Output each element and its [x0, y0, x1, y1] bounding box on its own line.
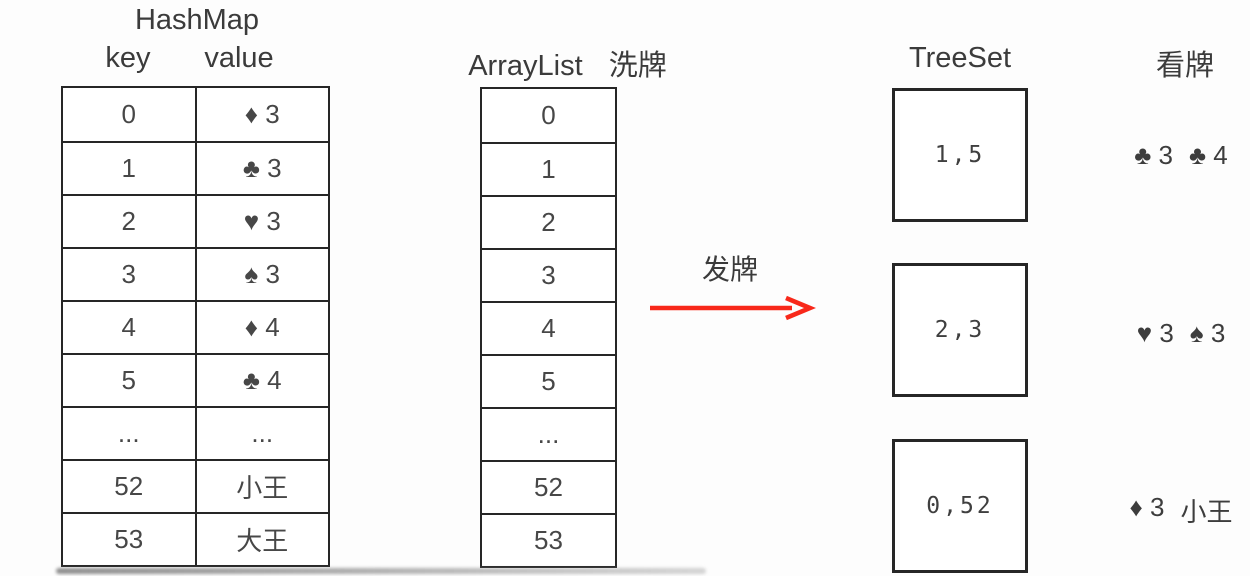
list-item: ...: [482, 407, 615, 460]
card-label: ♣ 4: [1189, 140, 1228, 170]
card-label: 小王: [1180, 497, 1233, 527]
treeset-box-player1: 1,5: [892, 88, 1028, 222]
table-row: 53 大王: [63, 512, 328, 565]
arraylist-title: ArrayList 洗牌: [455, 42, 680, 84]
list-item: 52: [482, 460, 615, 513]
hashmap-key: ...: [63, 408, 197, 459]
card-label: ♠ 3: [1189, 318, 1226, 348]
hashmap-key: 1: [63, 143, 197, 194]
hashmap-key: 4: [63, 302, 197, 353]
hashmap-value: ♥ 3: [243, 206, 281, 236]
arraylist-value: 1: [541, 154, 556, 184]
arraylist-value: 5: [541, 366, 556, 396]
hashmap-table: 0 ♦ 3 1 ♣ 3 2 ♥ 3 3 ♠ 3 4 ♦ 4 5 ♣ 4 ... …: [61, 86, 330, 567]
arraylist-table: 0 1 2 3 4 5 ... 52 53: [480, 87, 617, 568]
treeset-title: TreeSet: [908, 42, 1012, 74]
arraylist-value: 52: [534, 472, 563, 502]
list-item: 3: [482, 248, 615, 301]
table-row: 5 ♣ 4: [63, 353, 328, 406]
arraylist-value: 0: [541, 100, 556, 130]
deal-label: 发牌: [701, 254, 758, 285]
arraylist-value: 53: [534, 525, 563, 555]
hashmap-key: 53: [63, 514, 197, 565]
table-row: 0 ♦ 3: [63, 88, 328, 141]
hand-player3: ♦ 3 小王: [1112, 492, 1250, 529]
hashmap-key: 2: [63, 196, 197, 247]
arraylist-value: 4: [541, 313, 556, 343]
hashmap-title: HashMap: [134, 4, 260, 36]
table-row: 2 ♥ 3: [63, 194, 328, 247]
hashmap-value: ♣ 3: [242, 153, 282, 183]
hashmap-value: ♦ 3: [244, 99, 280, 129]
list-item: 0: [482, 89, 615, 142]
list-item: 53: [482, 513, 615, 566]
list-item: 4: [482, 301, 615, 354]
hashmap-value: ♣ 4: [242, 365, 282, 395]
list-item: 1: [482, 142, 615, 195]
hashmap-value-header: value: [204, 42, 274, 74]
hand-player2: ♥ 3 ♠ 3: [1112, 318, 1250, 349]
arraylist-title-label: ArrayList: [468, 50, 583, 82]
card-label: ♣ 3: [1134, 140, 1173, 170]
view-cards-title: 看牌: [1155, 50, 1214, 82]
bottom-shadow-artifact: [56, 568, 706, 574]
table-row: 4 ♦ 4: [63, 300, 328, 353]
list-item: 5: [482, 354, 615, 407]
card-label: ♦ 3: [1129, 492, 1165, 522]
hashmap-key-header: key: [105, 42, 151, 74]
hashmap-value: 小王: [236, 473, 289, 503]
hand-player1: ♣ 3 ♣ 4: [1112, 140, 1250, 171]
deal-arrow-icon: [650, 295, 816, 321]
treeset-box-player3: 0,52: [892, 439, 1028, 573]
hashmap-value: ♦ 4: [244, 312, 280, 342]
hashmap-key: 0: [63, 88, 197, 141]
table-row: ... ...: [63, 406, 328, 459]
treeset-box-player2: 2,3: [892, 263, 1028, 397]
hashmap-value: 大王: [236, 526, 289, 556]
hashmap-value: ...: [251, 418, 274, 448]
card-label: ♥ 3: [1136, 318, 1174, 348]
arraylist-value: 3: [541, 260, 556, 290]
table-row: 52 小王: [63, 459, 328, 512]
table-row: 1 ♣ 3: [63, 141, 328, 194]
arraylist-shuffle-label: 洗牌: [608, 50, 667, 82]
hashmap-key: 5: [63, 355, 197, 406]
hashmap-key: 3: [63, 249, 197, 300]
list-item: 2: [482, 195, 615, 248]
arraylist-value: 2: [541, 207, 556, 237]
table-row: 3 ♠ 3: [63, 247, 328, 300]
hashmap-value: ♠ 3: [244, 259, 281, 289]
hashmap-key: 52: [63, 461, 197, 512]
arraylist-value: ...: [537, 419, 560, 449]
